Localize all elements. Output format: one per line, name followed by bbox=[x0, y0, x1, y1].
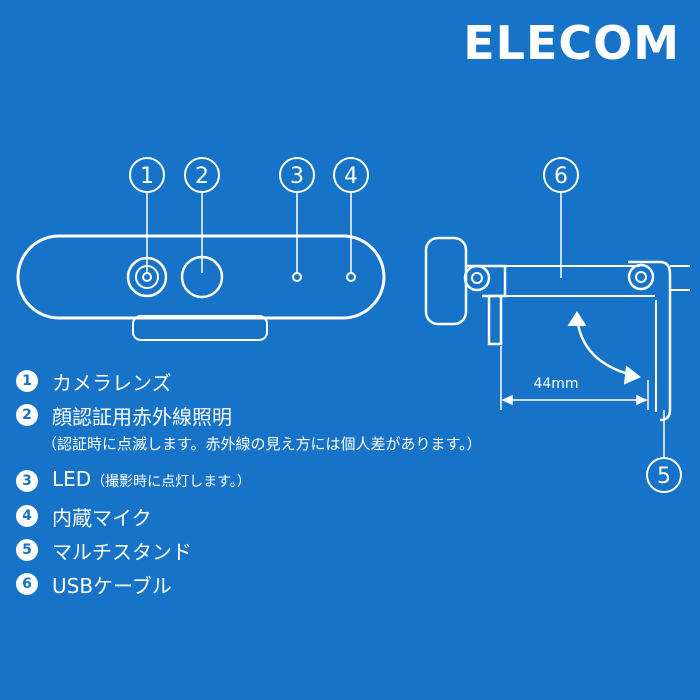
leader-lines-front bbox=[146, 193, 352, 273]
callout-5: 5 bbox=[646, 457, 682, 493]
legend-label: カメラレンズ bbox=[52, 371, 172, 395]
legend-badge: 2 bbox=[16, 404, 38, 426]
legend-badge: 4 bbox=[16, 505, 38, 527]
stand-rear-leg bbox=[628, 260, 672, 422]
callout-1: 1 bbox=[129, 157, 165, 193]
svg-text:3: 3 bbox=[290, 164, 304, 189]
callout-2: 2 bbox=[184, 157, 220, 193]
legend-badge: 1 bbox=[16, 370, 38, 392]
legend-label: LED（撮影時に点灯します。） bbox=[52, 467, 251, 491]
legend-badge: 6 bbox=[16, 573, 38, 595]
callout-6: 6 bbox=[543, 157, 579, 193]
legend-label: USBケーブル bbox=[52, 574, 172, 598]
legend-item-2-note: （認証時に点滅します。赤外線の見え方には個人差があります。） bbox=[16, 431, 696, 465]
legend-note: （認証時に点滅します。赤外線の見え方には個人差があります。） bbox=[42, 435, 482, 453]
camera-base bbox=[132, 315, 268, 341]
stand-front-leg bbox=[487, 294, 503, 346]
legend-label: マルチスタンド bbox=[52, 540, 192, 564]
legend-item-4: 4 内蔵マイク bbox=[16, 500, 696, 534]
callout-3: 3 bbox=[279, 157, 315, 193]
svg-text:6: 6 bbox=[554, 164, 568, 189]
camera-body bbox=[16, 234, 386, 320]
legend-item-5: 5 マルチスタンド bbox=[16, 534, 696, 568]
svg-text:1: 1 bbox=[140, 164, 154, 189]
legend-label: 顔認証用赤外線照明 bbox=[52, 405, 232, 429]
brand-logo: ELECOM bbox=[463, 16, 680, 70]
dimension-line bbox=[500, 346, 649, 410]
legend-label-main: LED bbox=[52, 467, 92, 491]
camera-lens-core bbox=[142, 272, 152, 282]
callout-4: 4 bbox=[333, 157, 369, 193]
legend-item-6: 6 USBケーブル bbox=[16, 568, 696, 602]
camera-side-body bbox=[424, 236, 468, 326]
microphone-hole bbox=[346, 272, 356, 282]
svg-text:4: 4 bbox=[344, 164, 358, 189]
legend-label: 内蔵マイク bbox=[52, 506, 152, 530]
legend-label-sub: （撮影時に点灯します。） bbox=[91, 474, 251, 490]
stand-hinge-front bbox=[463, 264, 491, 292]
legend-badge: 3 bbox=[16, 470, 38, 492]
legend-item-1: 1 カメラレンズ bbox=[16, 365, 696, 399]
camera-side-view bbox=[424, 236, 690, 422]
camera-front-view bbox=[16, 234, 386, 341]
rotation-arrow bbox=[567, 311, 641, 385]
led-indicator bbox=[292, 272, 302, 282]
parts-legend: 1 カメラレンズ 2 顔認証用赤外線照明 （認証時に点滅します。赤外線の見え方に… bbox=[16, 365, 696, 602]
legend-item-2: 2 顔認証用赤外線照明 bbox=[16, 399, 696, 431]
stand-hinge-rear bbox=[627, 263, 655, 291]
dimension-label: 44mm bbox=[533, 376, 578, 392]
svg-text:5: 5 bbox=[657, 464, 671, 489]
svg-text:2: 2 bbox=[195, 164, 209, 189]
legend-badge: 5 bbox=[16, 539, 38, 561]
legend-item-3: 3 LED（撮影時に点灯します。） bbox=[16, 465, 696, 500]
